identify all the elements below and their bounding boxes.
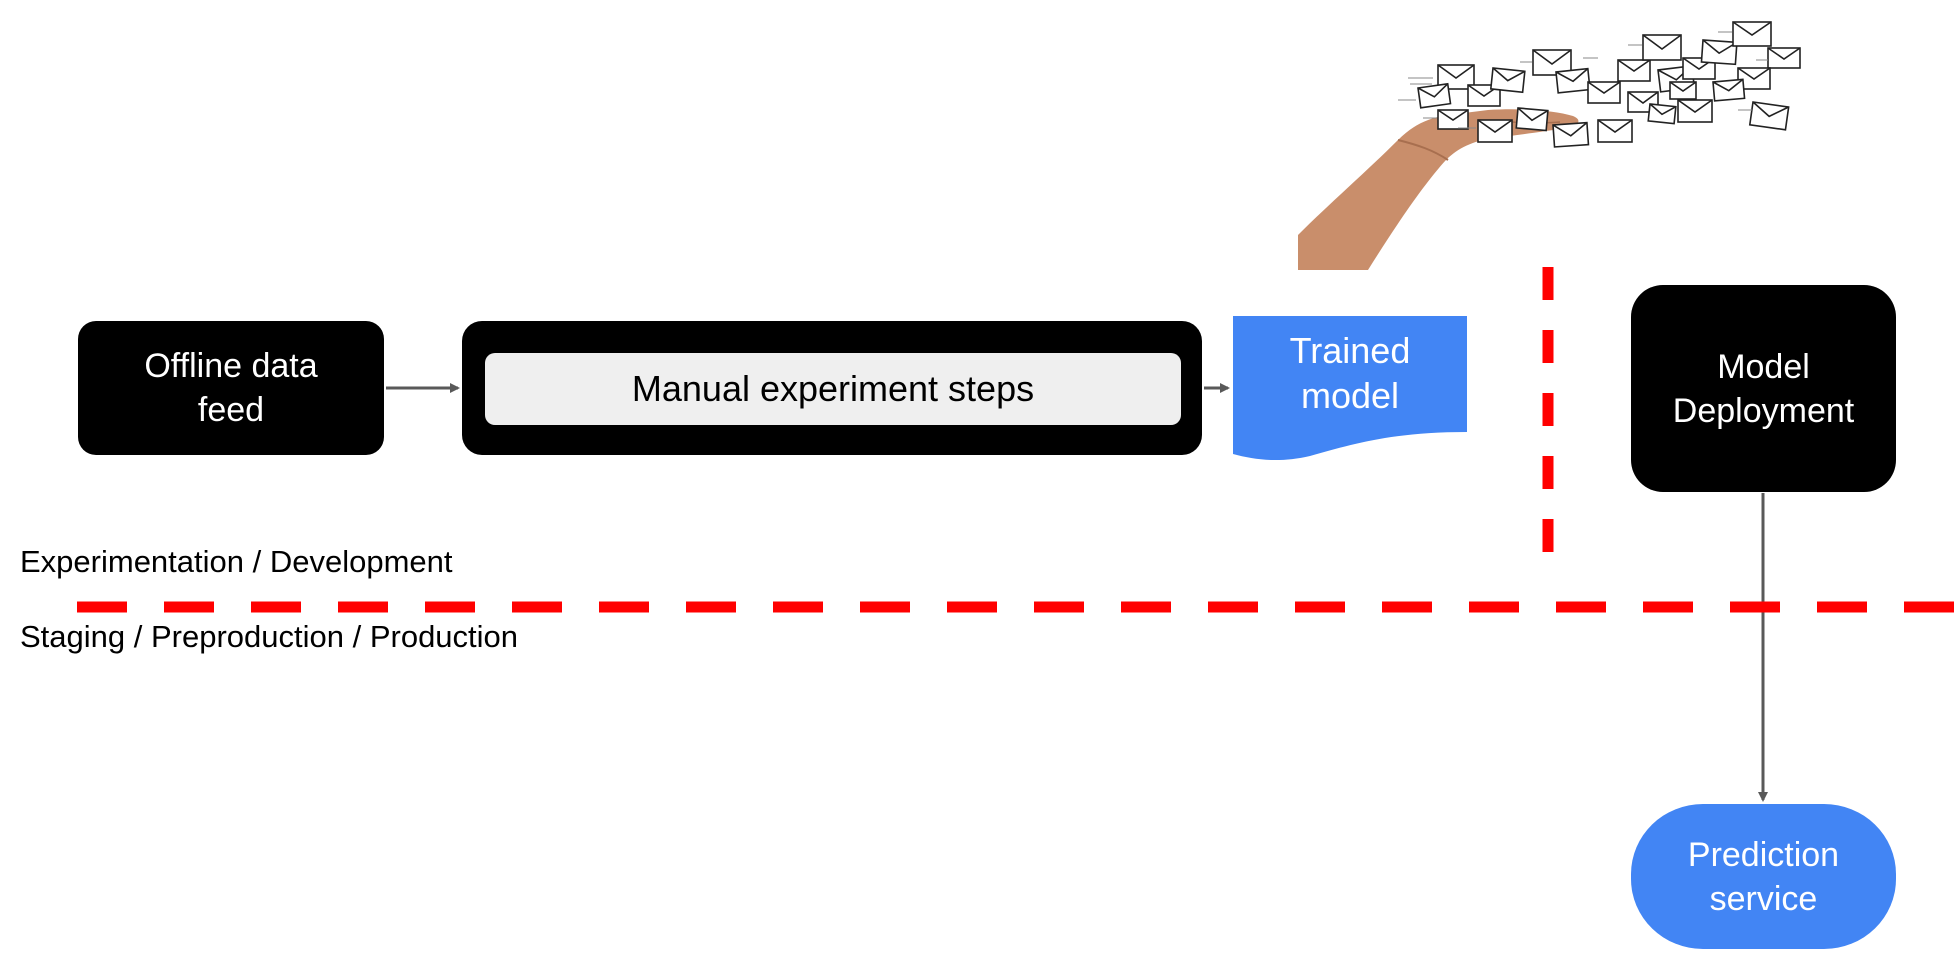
prediction-service-node: Prediction service — [1631, 804, 1896, 949]
model-deployment-label: Model Deployment — [1672, 347, 1855, 430]
prediction-service-label: Prediction service — [1687, 835, 1840, 918]
manual-experiment-steps-node: Manual experiment steps — [485, 353, 1181, 425]
offline-data-feed-node: Offline data feed — [78, 321, 384, 455]
offline-data-feed-label: Offline data feed — [144, 347, 318, 429]
trained-model-shape — [1233, 316, 1467, 461]
manual-experiment-steps-label: Manual experiment steps — [631, 368, 1035, 409]
hand-with-envelopes-icon — [1298, 21, 1801, 270]
trained-model-label: Trained model — [1289, 330, 1411, 416]
model-deployment-node: Model Deployment — [1631, 285, 1896, 492]
zone-label-experimentation: Experimentation / Development — [20, 544, 453, 579]
zone-label-production: Staging / Preproduction / Production — [20, 619, 519, 654]
